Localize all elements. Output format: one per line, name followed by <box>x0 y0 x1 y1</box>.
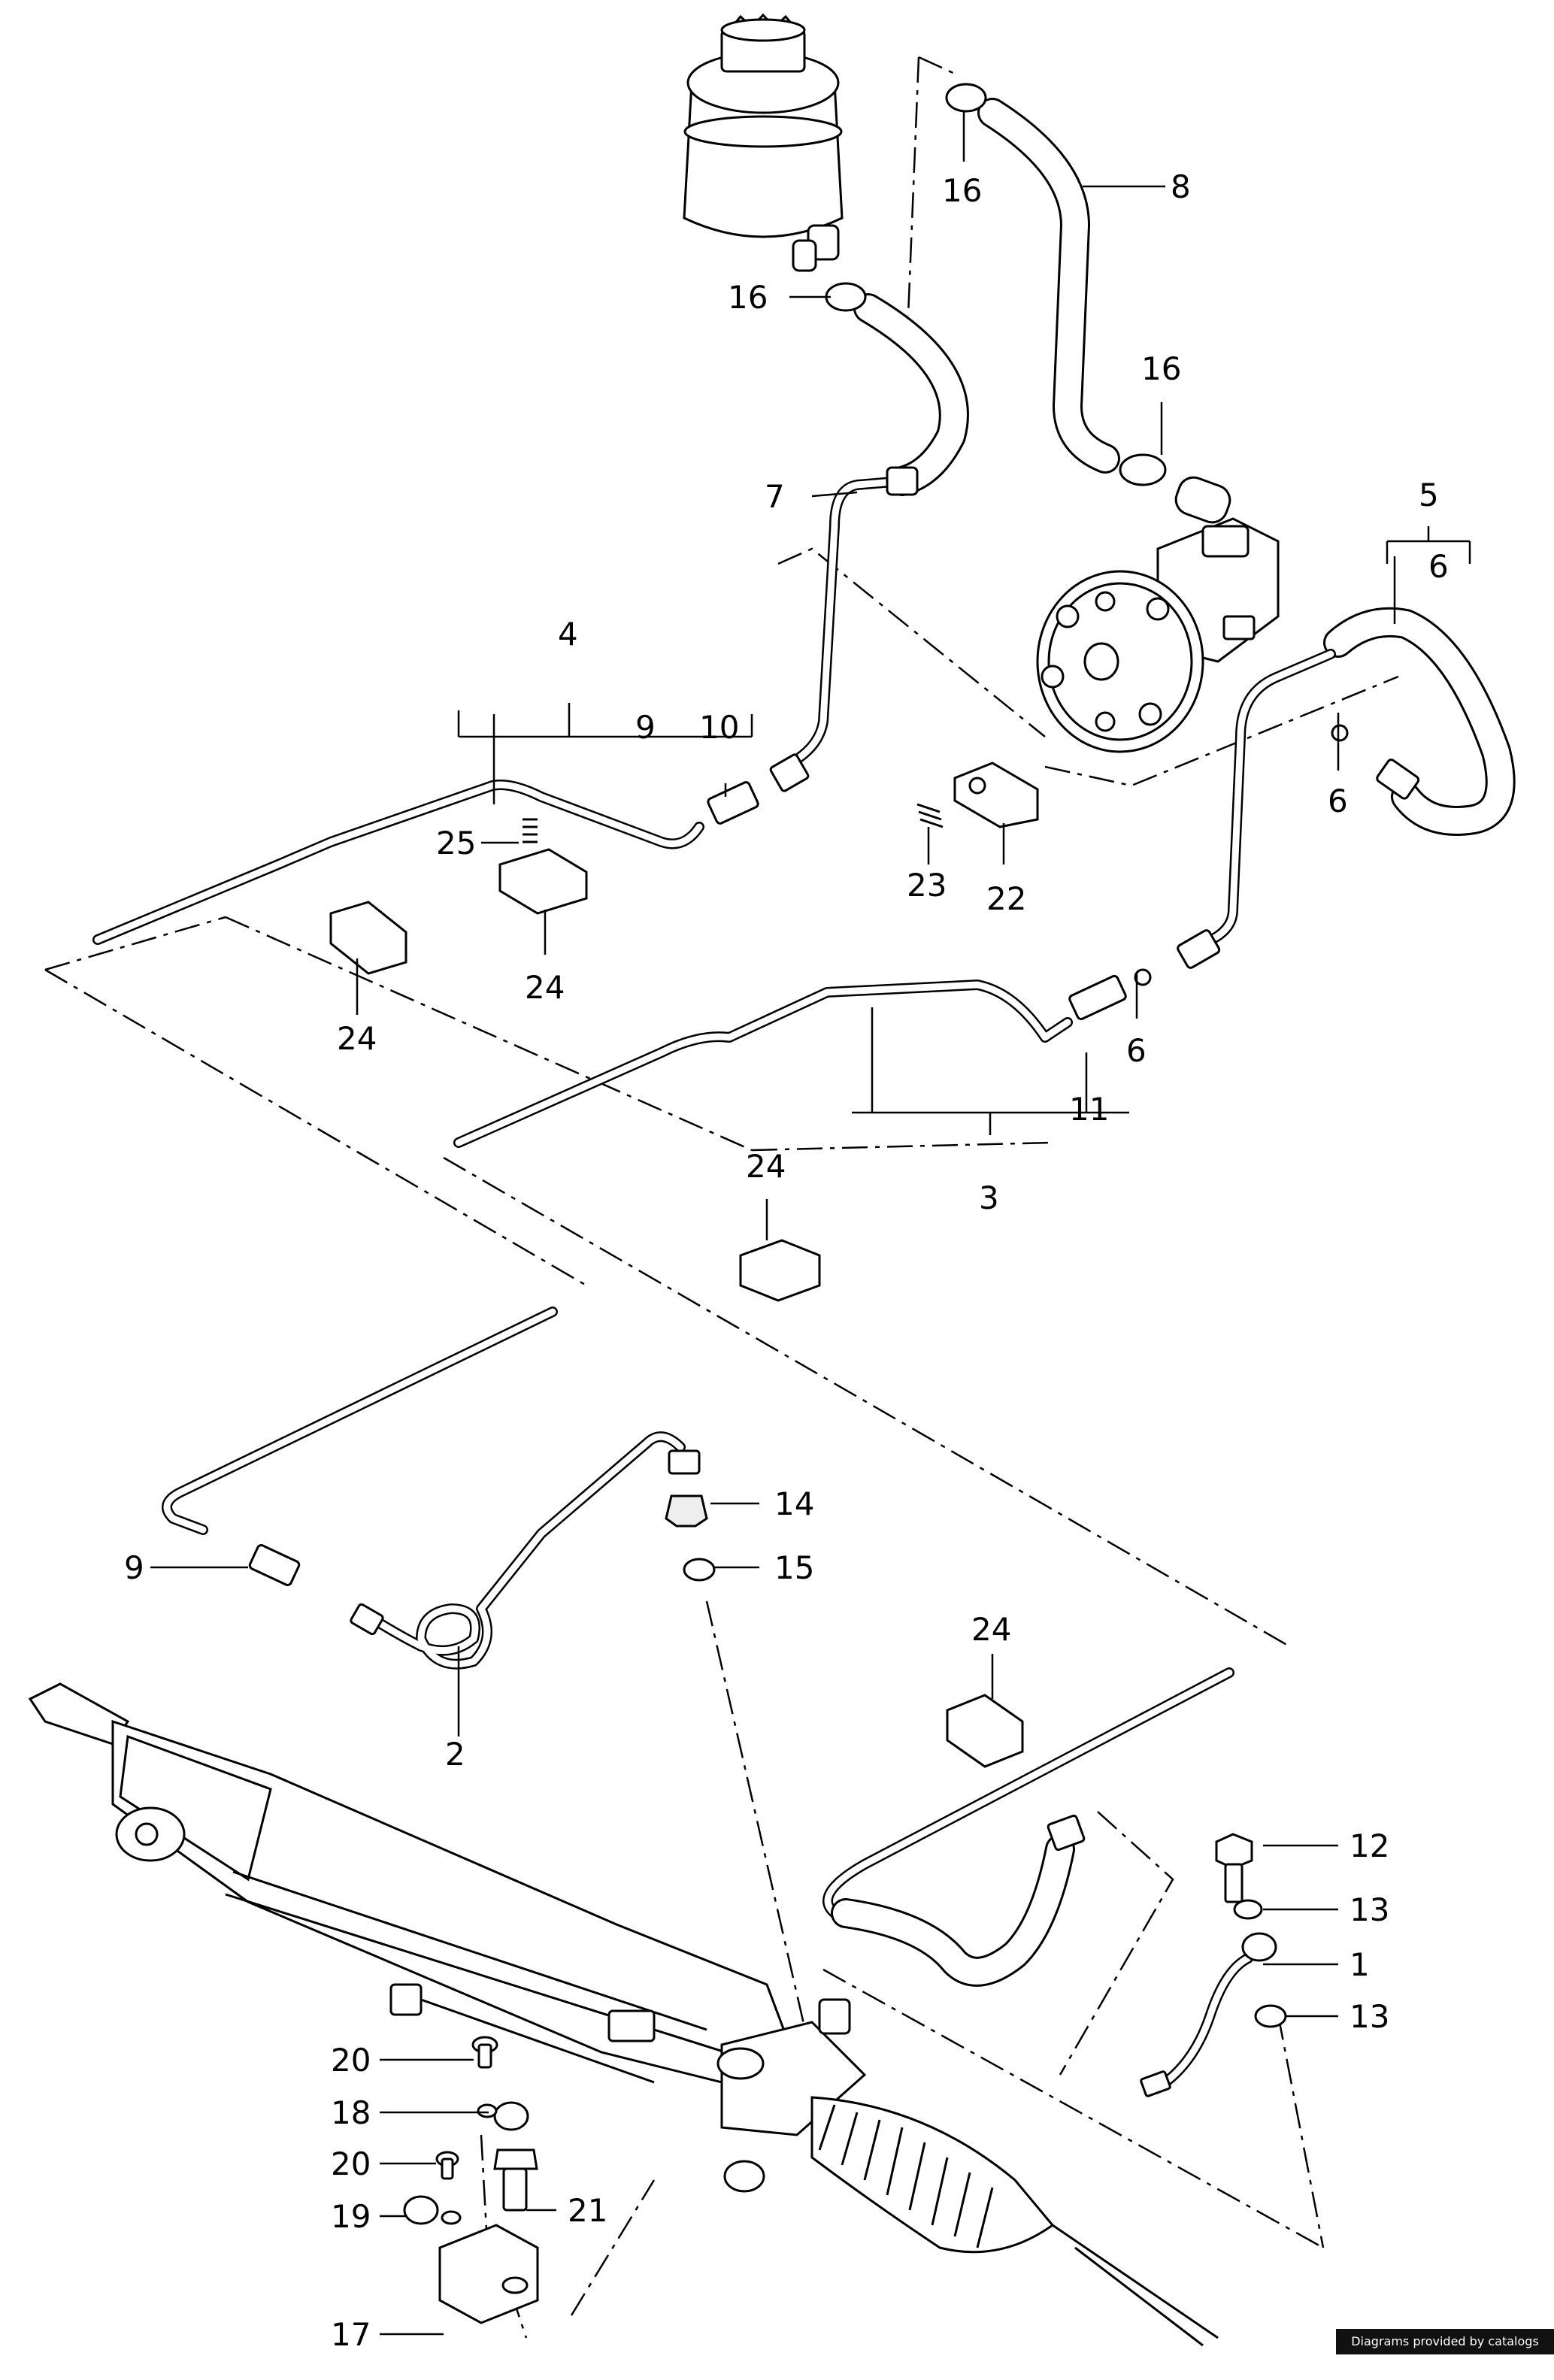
callout-16-pump: 16 <box>1141 350 1181 387</box>
callout-20-upper: 20 <box>331 2042 371 2079</box>
callout-7: 7 <box>765 478 785 515</box>
callout-21: 21 <box>568 2192 607 2229</box>
callout-11: 11 <box>1069 1091 1109 1128</box>
steering-rack <box>28 1682 1219 2347</box>
fluid-reservoir <box>683 13 844 272</box>
callout-6-hose: 6 <box>1428 548 1449 585</box>
callout-22: 22 <box>986 880 1026 917</box>
callout-24-middle: 24 <box>746 1148 786 1185</box>
callout-16-reservoir: 16 <box>728 279 768 316</box>
callout-5: 5 <box>1419 477 1439 513</box>
callout-17: 17 <box>331 2316 371 2353</box>
pressure-line-3 <box>453 968 1152 1148</box>
line-2-coil <box>162 1307 716 1670</box>
callout-16-top: 16 <box>942 172 982 209</box>
bracket-22 <box>916 762 1039 828</box>
callout-10: 10 <box>699 709 739 746</box>
callout-4: 4 <box>558 616 578 653</box>
callout-9-upper: 9 <box>635 709 656 746</box>
callout-1: 1 <box>1350 1946 1370 1983</box>
callout-3: 3 <box>979 1179 999 1216</box>
callout-8: 8 <box>1171 168 1191 205</box>
callout-24-left: 24 <box>337 1020 377 1057</box>
callout-24-center: 24 <box>525 969 565 1006</box>
callout-19: 19 <box>331 2198 371 2235</box>
power-steering-pump <box>1036 517 1280 753</box>
rack-feed-line <box>822 1667 1234 1987</box>
callout-12: 12 <box>1350 1827 1389 1864</box>
rubber-blocks <box>329 818 1024 1768</box>
hose-5-6 <box>1177 607 1516 969</box>
callout-6-seal-lower: 6 <box>1126 1032 1147 1069</box>
hose-7 <box>769 293 969 792</box>
callout-18: 18 <box>331 2094 371 2131</box>
hose-clamps <box>825 83 1231 524</box>
return-line-4 <box>92 780 759 945</box>
callout-13-upper: 13 <box>1350 1891 1389 1928</box>
callout-9-lower: 9 <box>124 1549 144 1586</box>
callout-14: 14 <box>774 1485 814 1522</box>
callout-24-lower: 24 <box>971 1611 1011 1648</box>
callout-numbers: 1 2 3 4 5 6 6 6 7 8 9 9 10 11 12 13 13 1… <box>124 168 1449 2353</box>
mounting-hardware <box>403 2036 539 2324</box>
callout-15: 15 <box>774 1549 814 1586</box>
banjo-line-1 <box>1140 1833 1287 2097</box>
callout-25: 25 <box>436 825 476 861</box>
callout-20-lower: 20 <box>331 2145 371 2182</box>
callout-6-seal-upper: 6 <box>1328 783 1348 819</box>
callout-13-lower: 13 <box>1350 1998 1389 2035</box>
hose-8 <box>977 98 1120 474</box>
callout-2: 2 <box>445 1736 465 1773</box>
leader-lines <box>150 111 1471 2336</box>
callout-23: 23 <box>907 867 947 904</box>
credit-banner: Diagrams provided by catalogs parts <box>1336 2329 1554 2374</box>
